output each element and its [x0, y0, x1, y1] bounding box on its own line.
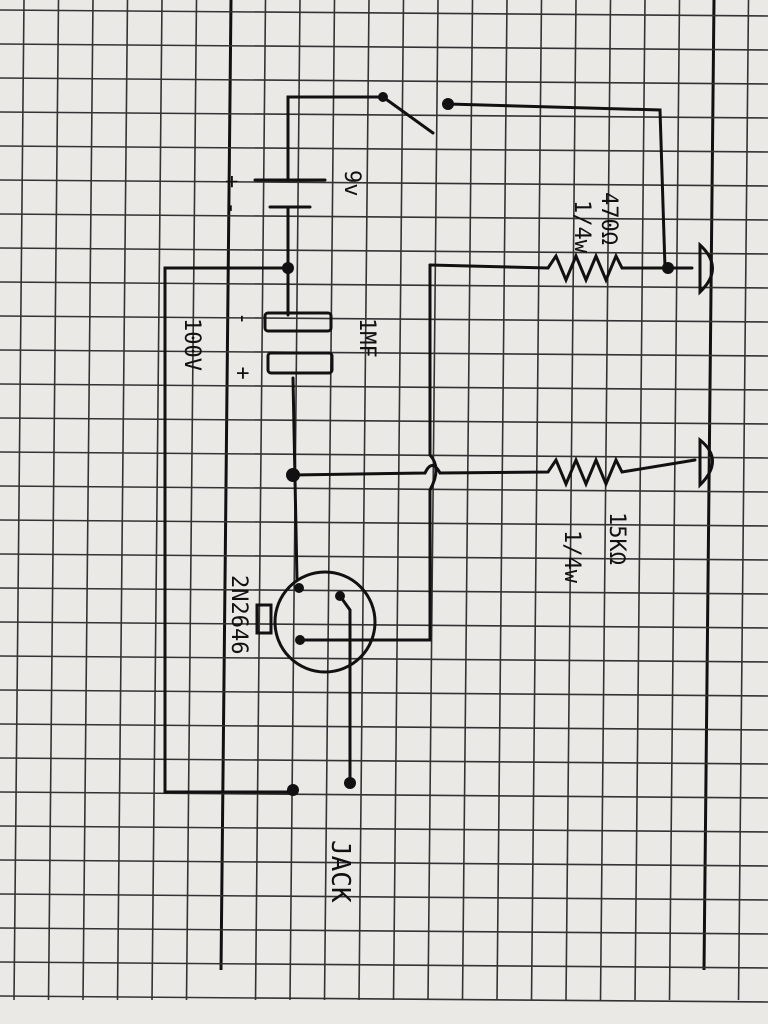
grid-line	[0, 689, 768, 697]
grid-line	[0, 315, 768, 323]
grid-line	[0, 213, 768, 221]
capacitor-voltage: 100V	[179, 318, 204, 371]
ground-bottom	[698, 436, 714, 489]
grid-line	[0, 757, 768, 765]
switch	[381, 95, 435, 135]
resistor-top-value: 470Ω	[596, 192, 621, 245]
grid-line	[0, 9, 768, 17]
grid-line	[219, 0, 233, 971]
grid-line	[634, 0, 646, 1001]
capacitor-value: 1MF	[354, 318, 379, 358]
grid-line	[116, 0, 129, 1001]
grid-line	[0, 791, 768, 799]
grid-line	[427, 0, 439, 1001]
grid-line	[0, 995, 768, 1003]
grid-paper	[0, 0, 768, 1003]
capacitor-polarity: - +	[230, 312, 255, 394]
grid-line	[13, 0, 25, 1001]
grid-line	[0, 247, 768, 255]
jack-terminal-1	[287, 784, 299, 796]
grid-line	[0, 451, 768, 459]
grid-line	[0, 77, 768, 85]
grid-line	[0, 927, 768, 935]
grid-line	[496, 0, 508, 1001]
grid-line	[0, 519, 768, 527]
grid-line	[599, 0, 612, 1001]
resistor-bottom	[291, 456, 697, 488]
grid-line	[0, 893, 768, 901]
grid-line	[0, 281, 768, 289]
resistor-top-power: 1/4w	[569, 200, 594, 254]
grid-line	[0, 145, 768, 153]
grid-line	[0, 723, 768, 731]
grid-line	[323, 0, 336, 1001]
battery-label: 9v	[339, 170, 364, 197]
grid-line	[668, 0, 681, 1001]
transistor-part: 2N2646	[226, 575, 251, 654]
grid-line	[0, 179, 768, 187]
grid-line	[737, 0, 750, 1001]
grid-line	[0, 111, 768, 119]
grid-line	[0, 655, 768, 663]
grid-line	[0, 825, 768, 833]
jack-terminal-2	[344, 777, 356, 789]
grid-line	[0, 349, 768, 357]
grid-line	[254, 0, 267, 1001]
grid-line	[0, 383, 768, 391]
grid-line	[82, 0, 94, 1001]
resistor-bottom-power: 1/4w	[559, 530, 584, 584]
grid-line	[0, 485, 768, 493]
grid-line	[565, 0, 577, 1001]
grid-line	[185, 0, 198, 1001]
grid-line	[530, 0, 543, 1001]
grid-line	[392, 0, 405, 1001]
grid-line	[151, 0, 163, 1001]
grid-line	[0, 417, 768, 425]
grid-line	[358, 0, 370, 1001]
battery-polarity: + -	[219, 175, 244, 215]
jack-label: JACK	[325, 840, 355, 903]
wires	[163, 92, 714, 796]
ground-top	[698, 241, 714, 296]
capacitor-plate-2	[266, 351, 334, 375]
grid-line	[0, 621, 768, 629]
grid-line	[702, 0, 716, 971]
grid-line	[0, 859, 768, 867]
grid-line	[0, 43, 768, 51]
grid-line	[461, 0, 474, 1001]
resistor-top	[546, 252, 694, 284]
grid-line	[0, 587, 768, 595]
grid-line	[0, 553, 768, 561]
grid-line	[0, 961, 768, 969]
grid-line	[47, 0, 60, 1001]
capacitor-plate-1	[263, 311, 333, 333]
resistor-bottom-value: 15KΩ	[604, 512, 629, 565]
transistor-body	[273, 570, 377, 674]
